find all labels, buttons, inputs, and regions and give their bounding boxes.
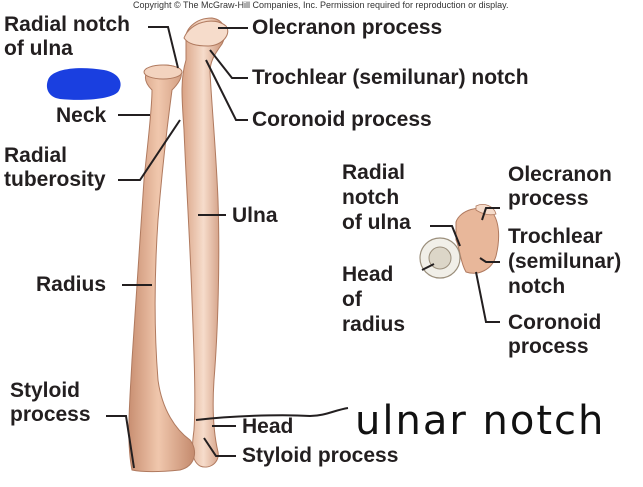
inset-head-line3: radius [342, 313, 406, 336]
label-styloid-right: Styloid process [242, 444, 399, 467]
label-radius: Radius [36, 273, 107, 296]
inset-trochlear-line3: notch [508, 275, 566, 298]
leader-lines [106, 26, 500, 469]
inset-radial-notch-line1: Radial [342, 161, 406, 184]
inset-head-line2: of [342, 288, 362, 311]
handwritten-annotation: ulnar notch [355, 398, 606, 444]
label-radial-tuberosity-line2: tuberosity [4, 168, 106, 191]
label-radial-tuberosity-line1: Radial [4, 144, 68, 167]
radius-bone [128, 64, 196, 472]
inset-trochlear-line2: (semilunar) [508, 250, 622, 273]
label-styloid-left-line2: process [10, 403, 91, 426]
inset-head-line1: Head [342, 263, 394, 286]
label-neck: Neck [56, 104, 107, 127]
inset-coronoid-line1: Coronoid [508, 311, 602, 334]
inset-olecranon-line2: process [508, 187, 589, 210]
inset-coronoid-line2: process [508, 335, 589, 358]
inset-olecranon-line1: Olecranon [508, 163, 612, 186]
olecranon-cap [183, 20, 229, 47]
label-head: Head [242, 415, 294, 438]
highlight-blob [46, 68, 121, 100]
label-radial-notch-line1: Radial notch [4, 13, 131, 36]
inset-radial-notch-line3: of ulna [342, 211, 411, 234]
label-trochlear: Trochlear (semilunar) notch [252, 66, 529, 89]
label-olecranon: Olecranon process [252, 16, 443, 39]
inset-illustration [419, 204, 500, 279]
ulna-bone [181, 17, 226, 468]
copyright-notice: Copyright © The McGraw-Hill Companies, I… [133, 0, 509, 10]
inset-radial-notch-line2: notch [342, 186, 400, 209]
label-styloid-left-line1: Styloid [10, 379, 81, 402]
label-ulna: Ulna [232, 204, 278, 227]
inset-trochlear-line1: Trochlear [508, 225, 603, 248]
label-coronoid: Coronoid process [252, 108, 432, 131]
label-radial-notch-line2: of ulna [4, 37, 73, 60]
radial-head [143, 64, 183, 80]
